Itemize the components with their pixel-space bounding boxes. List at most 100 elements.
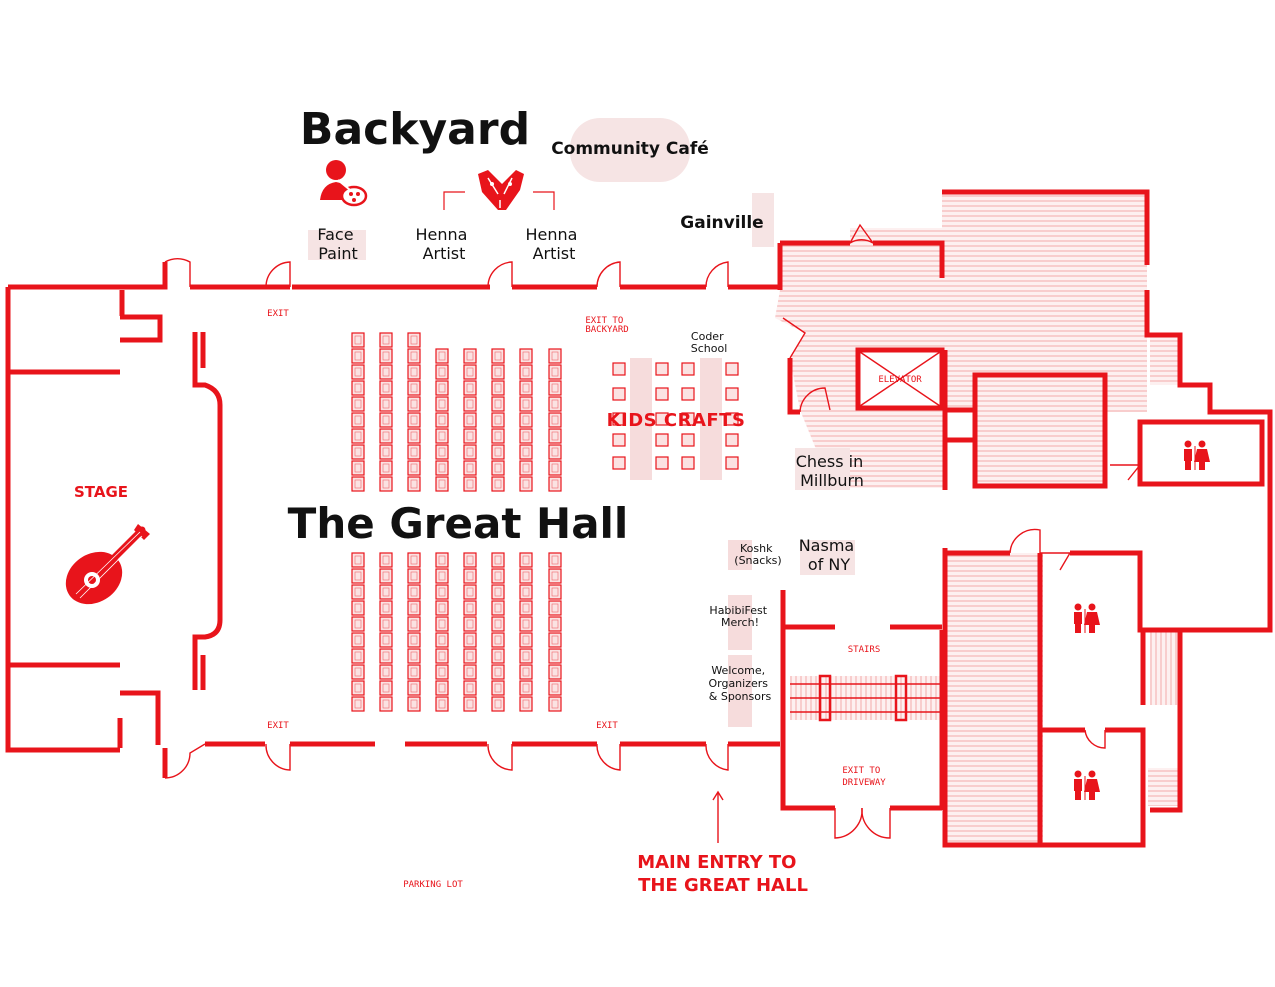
chair: [379, 584, 393, 600]
chair: [463, 616, 477, 632]
elevator-label: ELEVATOR: [878, 375, 922, 385]
craft-chair: [725, 362, 739, 376]
chair: [463, 460, 477, 476]
chair: [491, 460, 505, 476]
chair: [351, 552, 365, 568]
chair: [491, 348, 505, 364]
chair: [407, 364, 421, 380]
chair: [491, 680, 505, 696]
chair: [407, 412, 421, 428]
chair: [491, 364, 505, 380]
chair: [351, 616, 365, 632]
chair: [407, 680, 421, 696]
restroom-icon: [1184, 440, 1210, 470]
chair: [407, 552, 421, 568]
chair: [491, 396, 505, 412]
chair: [435, 680, 449, 696]
chair: [519, 648, 533, 664]
craft-chair: [681, 456, 695, 470]
chair: [379, 552, 393, 568]
chair: [519, 552, 533, 568]
craft-chair: [612, 433, 626, 447]
chair: [351, 332, 365, 348]
chair: [435, 364, 449, 380]
chair: [407, 428, 421, 444]
chair: [519, 696, 533, 712]
chair: [351, 664, 365, 680]
nasma-pad: [800, 540, 855, 575]
chair: [463, 428, 477, 444]
chair: [519, 632, 533, 648]
chair: [351, 428, 365, 444]
chair: [463, 552, 477, 568]
right-wing-walls: [777, 189, 1273, 848]
craft-chair: [612, 387, 626, 401]
chess-label: Chess in Millburn: [796, 452, 869, 490]
chair: [351, 364, 365, 380]
koshk-table: [728, 540, 752, 570]
chair: [407, 444, 421, 460]
great-hall-walls: [5, 262, 780, 778]
chair: [519, 568, 533, 584]
chair: [463, 664, 477, 680]
chair: [519, 364, 533, 380]
chair: [548, 396, 562, 412]
stage-label: STAGE: [74, 483, 128, 501]
chair: [463, 696, 477, 712]
chair: [407, 348, 421, 364]
chair: [519, 680, 533, 696]
chair: [548, 648, 562, 664]
chair: [351, 648, 365, 664]
chair: [491, 428, 505, 444]
chair: [491, 664, 505, 680]
henna-artist-left-label: Henna Artist: [415, 225, 472, 263]
chair: [407, 648, 421, 664]
chair: [519, 348, 533, 364]
chair: [407, 568, 421, 584]
chair: [379, 364, 393, 380]
chair: [379, 380, 393, 396]
chair: [548, 568, 562, 584]
chair: [548, 696, 562, 712]
chair: [435, 396, 449, 412]
chair: [463, 476, 477, 492]
chair: [463, 632, 477, 648]
chair: [435, 380, 449, 396]
chair: [407, 380, 421, 396]
face-paint-icon: [320, 160, 368, 207]
lobby-hatch: [775, 192, 1147, 488]
chair: [351, 680, 365, 696]
craft-chair: [655, 412, 669, 426]
oud-icon: [65, 524, 150, 605]
craft-chair: [681, 433, 695, 447]
small-stair-hatch-2: [1150, 630, 1180, 705]
chair: [407, 664, 421, 680]
small-stair-hatch-3: [1148, 768, 1180, 806]
chair: [491, 568, 505, 584]
chair: [351, 396, 365, 412]
craft-chair: [612, 456, 626, 470]
exit-to-backyard-label: EXIT TO BACKYARD: [585, 316, 628, 335]
koshk-label: Koshk (Snacks): [734, 542, 781, 567]
chair: [435, 460, 449, 476]
chair: [351, 460, 365, 476]
chair: [379, 428, 393, 444]
chair: [435, 476, 449, 492]
stair-railings: [790, 674, 940, 722]
exit-label-south-west: EXIT: [267, 721, 289, 731]
great-hall-title: The Great Hall: [288, 499, 629, 548]
craft-chair: [681, 412, 695, 426]
craft-chair: [612, 412, 626, 426]
chair: [548, 664, 562, 680]
chair: [491, 616, 505, 632]
restroom-icon: [1074, 770, 1100, 800]
chair: [548, 380, 562, 396]
chair: [519, 476, 533, 492]
henna-bracket: [443, 191, 555, 210]
chair: [435, 584, 449, 600]
chair: [379, 648, 393, 664]
chair: [519, 396, 533, 412]
chair: [519, 428, 533, 444]
chair: [407, 632, 421, 648]
chair: [548, 600, 562, 616]
